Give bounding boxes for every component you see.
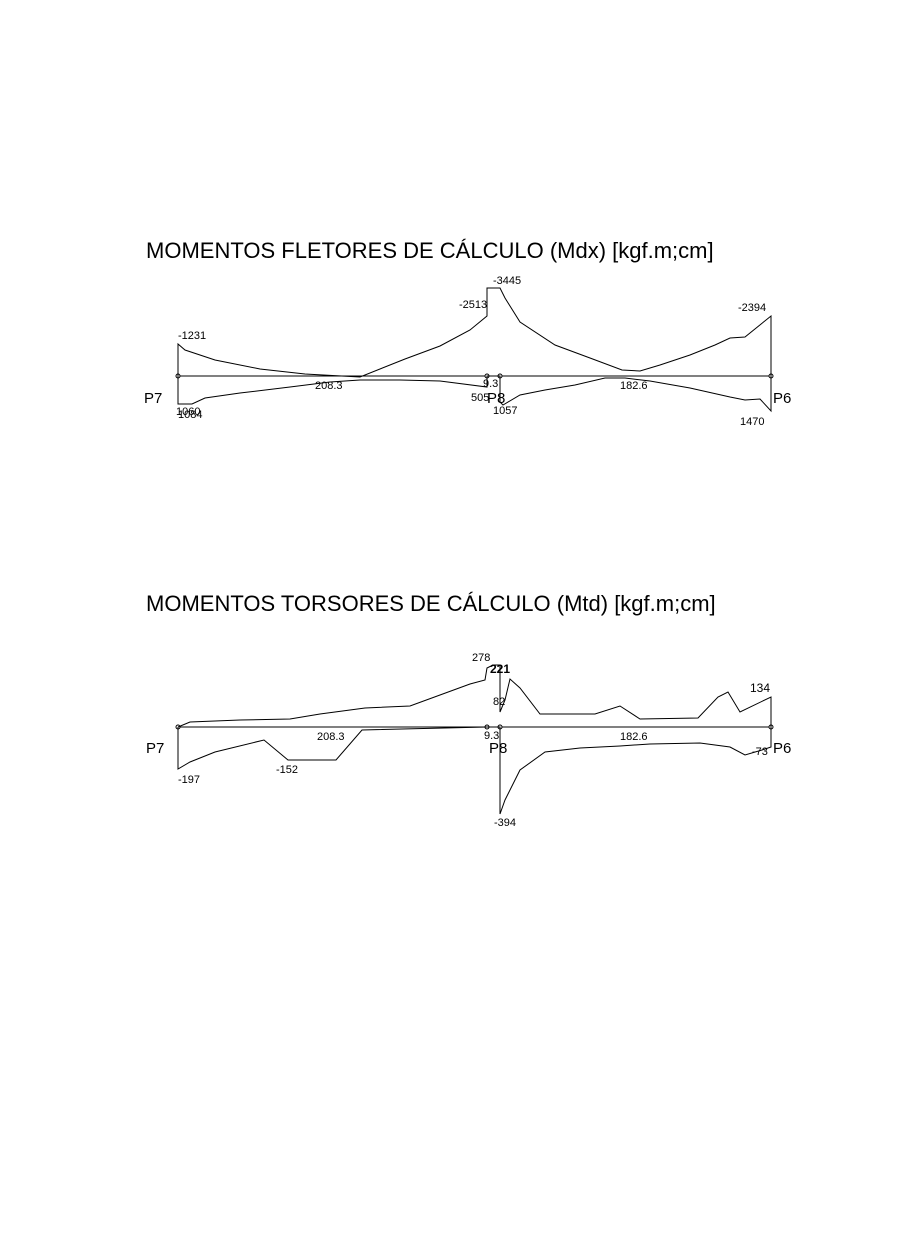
support-label-p7: P7: [146, 740, 164, 757]
value-label: 505: [471, 392, 489, 404]
value-label: -2394: [738, 302, 766, 314]
value-label: -152: [276, 764, 298, 776]
value-label: 1084: [178, 409, 202, 421]
value-label: 1057: [493, 405, 517, 417]
support-label-p6: P6: [773, 390, 791, 407]
positive-moment-envelope: [177, 375, 772, 413]
value-label: -73: [752, 746, 768, 758]
torsion-moment-title: MOMENTOS TORSORES DE CÁLCULO (Mtd) [kgf.…: [146, 591, 716, 616]
value-label: 1060: [176, 406, 200, 418]
span-label: 9.3: [484, 730, 499, 742]
support-label-p7: P7: [144, 390, 162, 407]
value-label: 134: [750, 681, 770, 695]
value-label: 221: [490, 662, 510, 676]
value-label: -2513: [459, 299, 487, 311]
positive-torsion-envelope: [177, 664, 772, 728]
negative-moment-envelope: [177, 287, 772, 378]
support-label-p8: P8: [489, 740, 507, 757]
value-label: -197: [178, 774, 200, 786]
value-label: -3445: [493, 275, 521, 287]
span-label: 182.6: [620, 380, 648, 392]
span-label: 208.3: [315, 380, 343, 392]
value-label: 1470: [740, 416, 764, 428]
support-label-p6: P6: [773, 740, 791, 757]
value-label: 278: [472, 652, 490, 664]
value-label: 82: [493, 696, 505, 708]
value-label: -1231: [178, 330, 206, 342]
span-label: 9.3: [483, 378, 498, 390]
bending-moment-title: MOMENTOS FLETORES DE CÁLCULO (Mdx) [kgf.…: [146, 238, 714, 263]
value-label: -394: [494, 817, 516, 829]
support-label-p8: P8: [487, 390, 505, 407]
span-label: 208.3: [317, 731, 345, 743]
span-label: 182.6: [620, 731, 648, 743]
negative-torsion-envelope: [177, 726, 772, 815]
